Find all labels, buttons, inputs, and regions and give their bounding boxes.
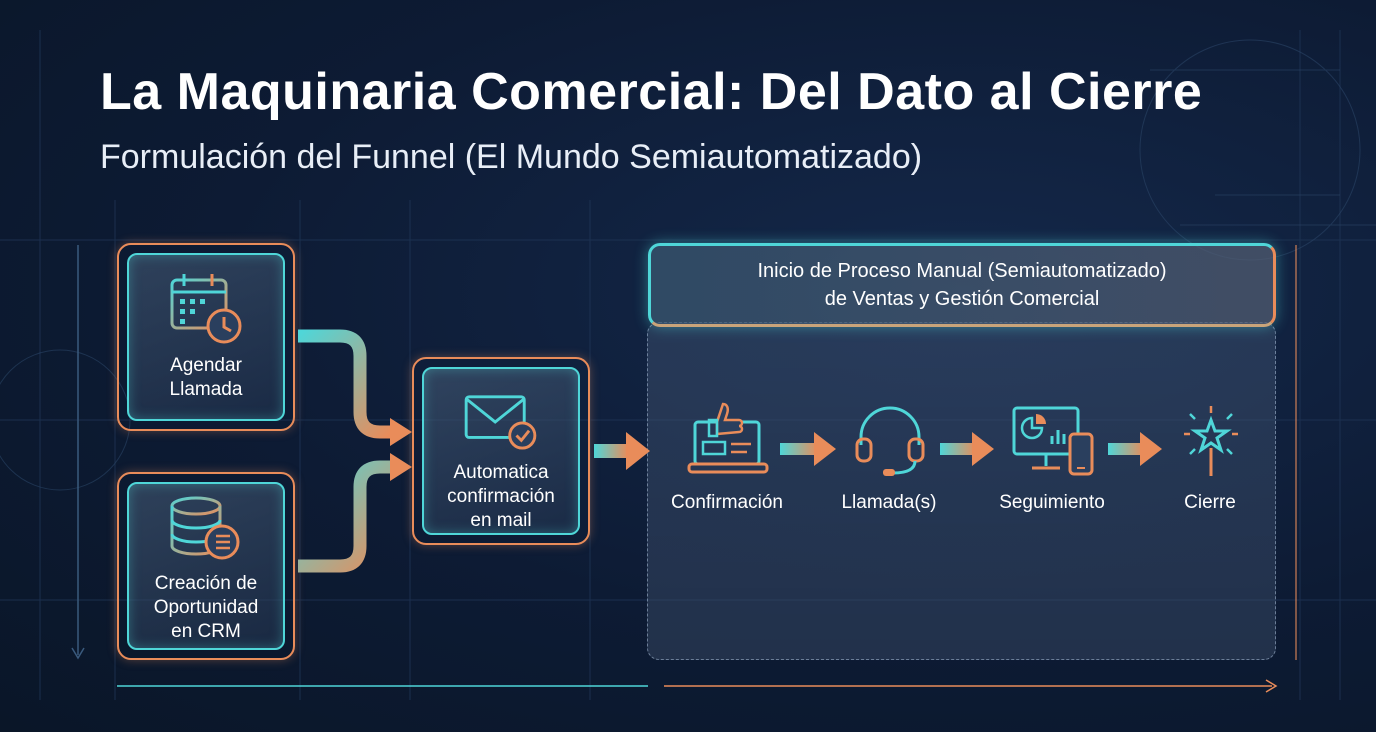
laptop-thumbs-up-icon	[687, 402, 769, 474]
database-list-icon	[170, 496, 240, 560]
step-confirmacion-label: Confirmación	[671, 492, 783, 513]
automatica-confirmacion-label: Automatica confirmación en mail	[447, 462, 555, 531]
magic-wand-star-icon	[1184, 406, 1238, 476]
headset-icon	[855, 406, 925, 476]
page-subtitle: Formulación del Funnel (El Mundo Semiaut…	[100, 138, 923, 176]
calendar-clock-icon	[170, 274, 242, 344]
creacion-oportunidad-card: Creación de Oportunidad en CRM	[117, 472, 295, 660]
step-seguimiento-label: Seguimiento	[999, 492, 1105, 513]
step-llamadas-label: Llamada(s)	[841, 492, 937, 513]
process-header-text: Inicio de Proceso Manual (Semiautomatiza…	[757, 260, 1167, 310]
agendar-llamada-card: Agendar Llamada	[117, 243, 295, 431]
mail-check-icon	[464, 395, 537, 450]
automatica-confirmacion-card: Automatica confirmación en mail	[412, 357, 590, 545]
dashboard-devices-icon	[1012, 406, 1094, 476]
agendar-llamada-label: Agendar Llamada	[169, 355, 243, 400]
step-cierre-label: Cierre	[1184, 492, 1236, 513]
process-header: Inicio de Proceso Manual (Semiautomatiza…	[648, 243, 1276, 327]
process-area	[647, 322, 1276, 660]
page-title: La Maquinaria Comercial: Del Dato al Cie…	[100, 63, 1203, 121]
creacion-oportunidad-label: Creación de Oportunidad en CRM	[153, 573, 259, 642]
